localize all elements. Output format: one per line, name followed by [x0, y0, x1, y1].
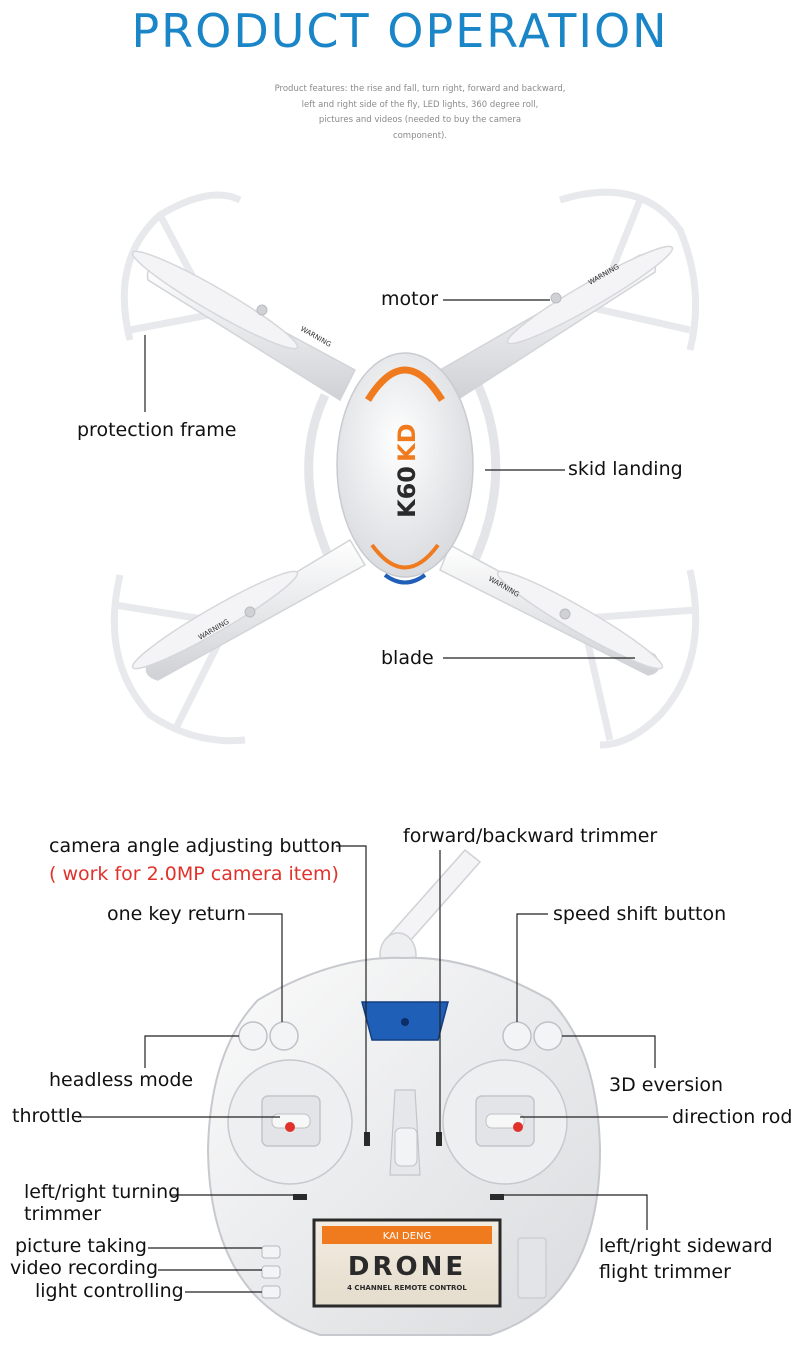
label-forward-backward-trimmer: forward/backward trimmer	[403, 825, 658, 847]
remote-top-buttons	[238, 1021, 563, 1051]
remote-left-stick	[227, 1059, 353, 1185]
remote-leader-lines	[78, 845, 668, 1293]
drone-motors	[244, 292, 571, 620]
features-line: pictures and videos (needed to buy the c…	[318, 115, 522, 125]
panel-title: DRONE	[348, 1252, 466, 1282]
label-one-key-return: one key return	[107, 903, 246, 925]
remote-right-stick	[442, 1059, 568, 1185]
leader-3d-eversion	[562, 1035, 656, 1068]
page-title: PRODUCT OPERATION	[131, 4, 669, 58]
label-motor: motor	[381, 288, 439, 310]
features-line: Product features: the rise and fall, tur…	[274, 84, 566, 94]
drone-blades	[131, 245, 674, 670]
skid-landing	[304, 383, 501, 562]
label-video-recording: video recording	[10, 1257, 159, 1279]
label-headless-mode: headless mode	[49, 1069, 194, 1091]
drone-model-text: K60	[393, 466, 421, 518]
remote-display-panel: KAI DENG DRONE 4 CHANNEL REMOTE CONTROL	[312, 1218, 502, 1308]
label-light-controlling: light controlling	[35, 1280, 184, 1302]
remote-trimmers	[293, 1132, 504, 1200]
label-direction-rod: direction rod	[672, 1106, 793, 1128]
label-lr-turning-trimmer-line1: left/right turning	[24, 1181, 181, 1203]
label-camera-angle-button: camera angle adjusting button	[49, 835, 342, 857]
label-skid-landing: skid landing	[568, 458, 683, 480]
label-throttle: throttle	[12, 1105, 83, 1127]
drone-body: K60 KD	[336, 352, 474, 585]
label-3d-eversion: 3D eversion	[609, 1074, 724, 1096]
leader-one-key-return	[248, 913, 283, 1022]
panel-brand: KAI DENG	[383, 1231, 432, 1242]
label-lr-sideward-trimmer-line2: flight trimmer	[599, 1261, 731, 1283]
label-protection-frame: protection frame	[77, 419, 237, 441]
leader-speed-shift	[516, 913, 548, 1022]
drone-brand-logo: KD	[393, 423, 421, 462]
remote-illustration: KAI DENG DRONE 4 CHANNEL REMOTE CONTROL	[206, 848, 602, 1336]
leader-headless-mode	[144, 1035, 239, 1068]
drone-illustration: WARNING WARNING WARNING WARNING K60 KD	[110, 188, 700, 749]
features-line: left and right side of the fly, LED ligh…	[301, 99, 539, 110]
label-lr-sideward-trimmer-line1: left/right sideward	[599, 1235, 773, 1257]
leader-camera-angle	[336, 845, 367, 1135]
label-blade: blade	[381, 647, 434, 669]
label-camera-note: ( work for 2.0MP camera item)	[49, 863, 339, 885]
label-speed-shift-button: speed shift button	[553, 903, 727, 925]
remote-side-buttons	[261, 1245, 281, 1299]
features-line: component).	[392, 130, 448, 141]
label-lr-turning-trimmer-line2: trimmer	[24, 1203, 102, 1225]
panel-subtitle: 4 CHANNEL REMOTE CONTROL	[347, 1284, 467, 1292]
label-picture-taking: picture taking	[15, 1235, 147, 1257]
leader-lr-sideward	[504, 1194, 648, 1230]
drone-leader-lines	[144, 299, 635, 659]
product-features-text: Product features: the rise and fall, tur…	[270, 82, 570, 144]
